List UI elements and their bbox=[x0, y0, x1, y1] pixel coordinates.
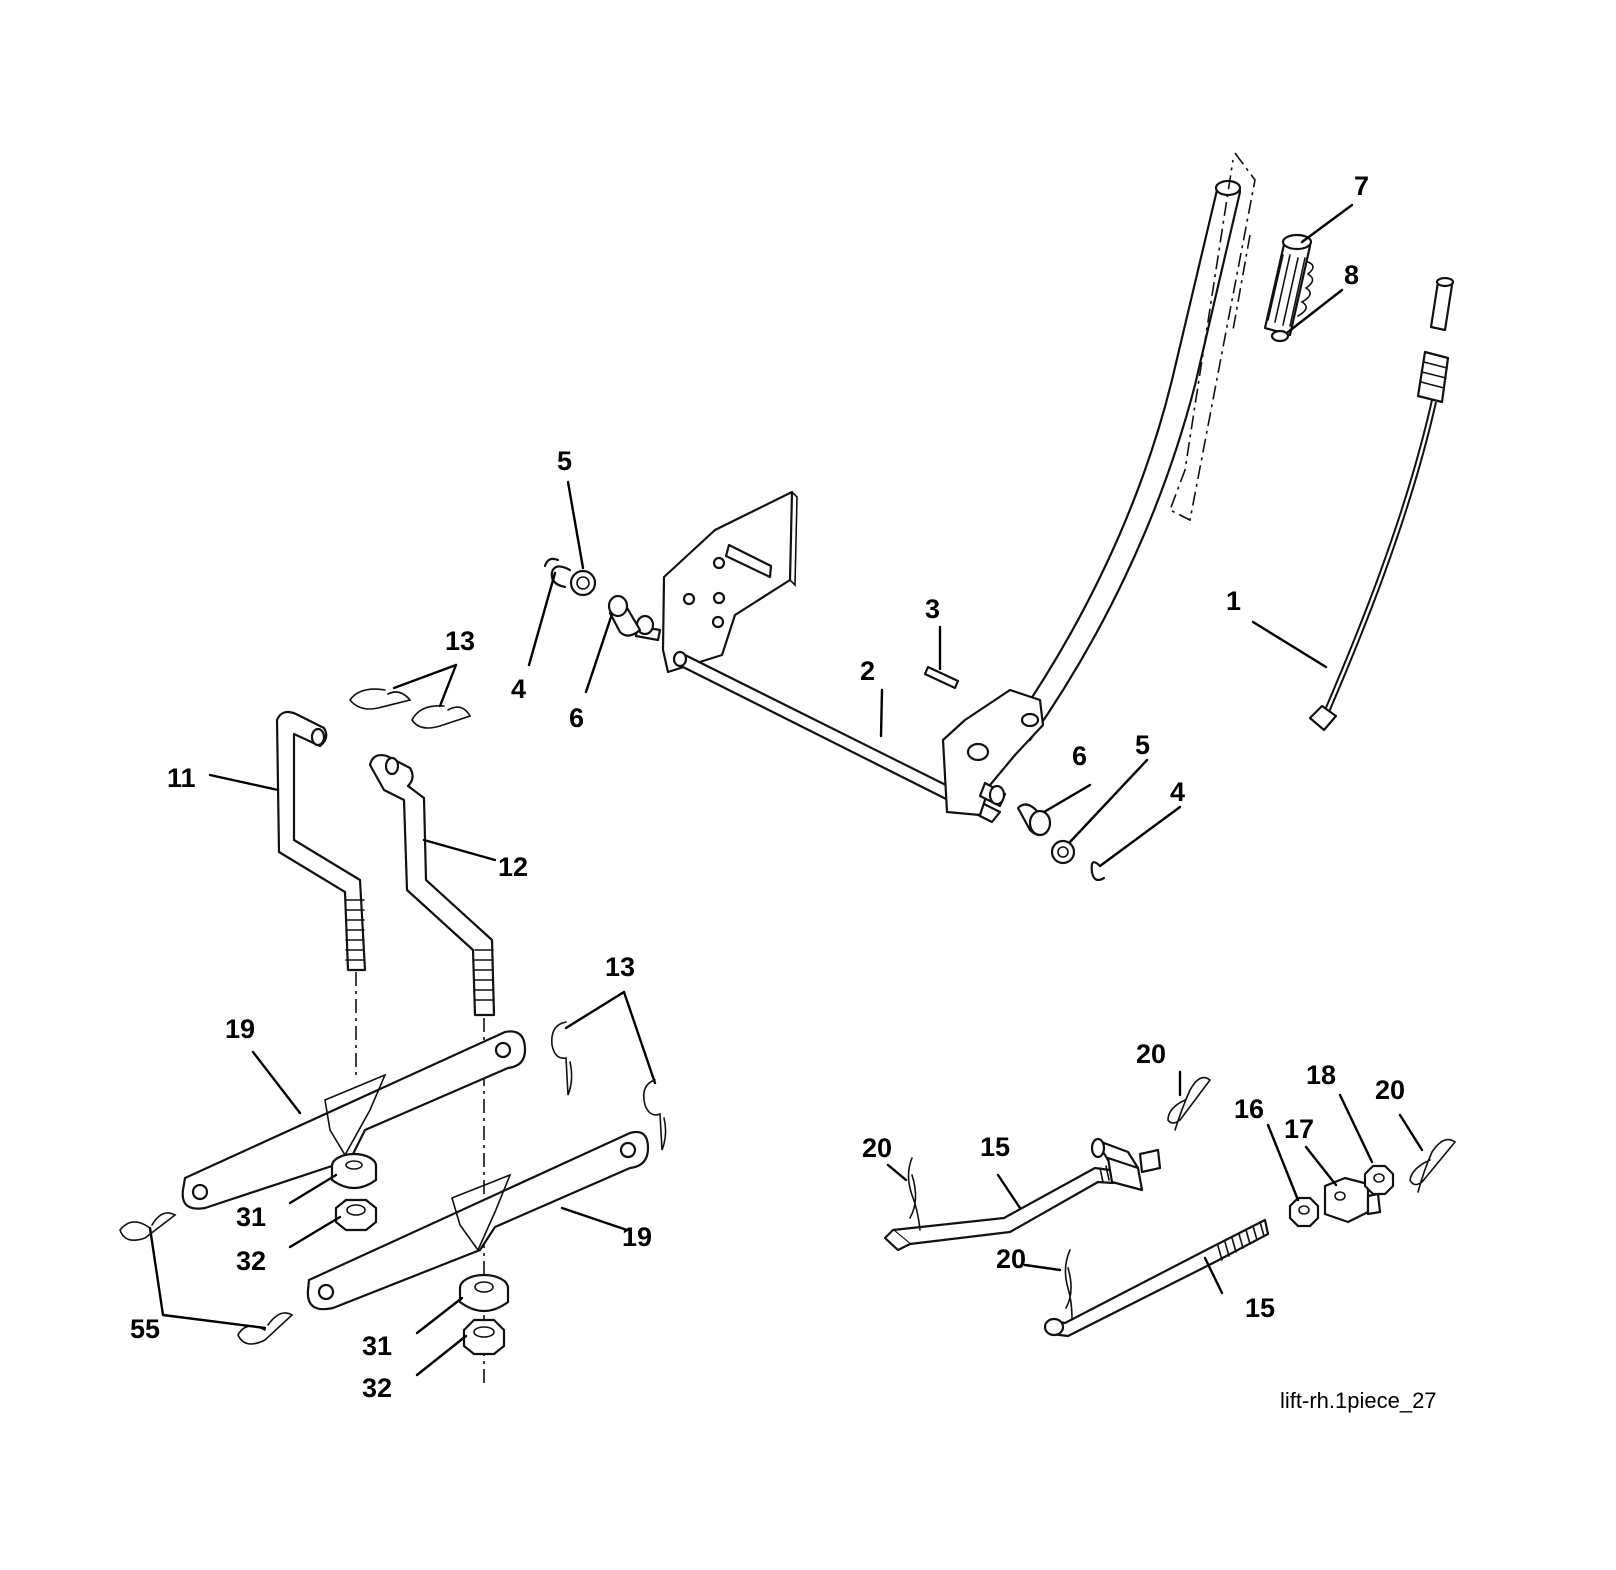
nut-32-lower bbox=[462, 1318, 506, 1356]
lever-bracket bbox=[941, 688, 1045, 817]
leader-lines bbox=[148, 203, 1424, 1377]
callout-20-d: 20 bbox=[1375, 1075, 1405, 1105]
callout-32-upper: 32 bbox=[236, 1246, 266, 1276]
lift-rod-15-upper bbox=[883, 1137, 1162, 1252]
callout-16: 16 bbox=[1234, 1094, 1264, 1124]
hairpin-clips-middle bbox=[550, 1021, 667, 1151]
callout-31-lower: 31 bbox=[362, 1331, 392, 1361]
callout-3: 3 bbox=[925, 594, 940, 624]
lift-link-12 bbox=[368, 753, 496, 1017]
nut-18 bbox=[1363, 1164, 1395, 1196]
callout-2: 2 bbox=[860, 656, 875, 686]
mounting-plate bbox=[661, 490, 798, 674]
trunnion-17 bbox=[1323, 1176, 1382, 1224]
hairpin-clips-upper bbox=[348, 688, 472, 729]
callout-20-b: 20 bbox=[862, 1133, 892, 1163]
grip-retaining-ring bbox=[1270, 329, 1290, 343]
callout-20-c: 20 bbox=[996, 1244, 1026, 1274]
lift-cable bbox=[1308, 276, 1455, 732]
lift-rod-15-lower bbox=[1043, 1218, 1270, 1338]
callout-labels: 7 8 1 3 2 5 4 6 6 5 4 13 11 12 13 19 19 … bbox=[130, 171, 1405, 1403]
lift-lever bbox=[1008, 179, 1242, 742]
lift-arm-19-lower bbox=[306, 1130, 650, 1311]
callout-13-middle: 13 bbox=[605, 952, 635, 982]
callout-18: 18 bbox=[1306, 1060, 1336, 1090]
callout-13-upper: 13 bbox=[445, 626, 475, 656]
callout-5-right: 5 bbox=[1135, 730, 1150, 760]
callout-19-lower: 19 bbox=[622, 1222, 652, 1252]
lift-arm-19-upper bbox=[181, 1030, 527, 1210]
roll-pin bbox=[923, 665, 960, 690]
callout-12: 12 bbox=[498, 852, 528, 882]
lift-link-11 bbox=[275, 710, 367, 972]
callout-8: 8 bbox=[1344, 260, 1359, 290]
grip-position-outline bbox=[1168, 152, 1256, 522]
callout-31-upper: 31 bbox=[236, 1202, 266, 1232]
shaft-end-left bbox=[543, 557, 662, 642]
callout-11: 11 bbox=[167, 763, 196, 793]
jam-nut-16 bbox=[1288, 1196, 1320, 1228]
callout-5-left: 5 bbox=[557, 446, 572, 476]
callout-15-upper: 15 bbox=[980, 1132, 1010, 1162]
callout-6-right: 6 bbox=[1072, 741, 1087, 771]
callout-32-lower: 32 bbox=[362, 1373, 392, 1403]
handle-grip bbox=[1263, 233, 1314, 337]
hairpin-clips-20 bbox=[907, 1076, 1457, 1319]
callout-55: 55 bbox=[130, 1314, 160, 1344]
callout-4-left: 4 bbox=[511, 674, 526, 704]
callout-20-a: 20 bbox=[1136, 1039, 1166, 1069]
shaft-end-right bbox=[978, 781, 1106, 882]
callout-4-right: 4 bbox=[1170, 777, 1185, 807]
bushing-31-lower bbox=[458, 1273, 510, 1313]
callout-6-left: 6 bbox=[569, 703, 584, 733]
callout-15-lower: 15 bbox=[1245, 1293, 1275, 1323]
callout-1: 1 bbox=[1226, 586, 1241, 616]
cross-shaft bbox=[672, 650, 1002, 824]
nut-32-upper bbox=[334, 1198, 378, 1232]
callout-7: 7 bbox=[1354, 171, 1369, 201]
bushing-31-upper bbox=[330, 1152, 378, 1190]
diagram-reference-code: lift-rh.1piece_27 bbox=[1280, 1388, 1437, 1413]
callout-19-upper: 19 bbox=[225, 1014, 255, 1044]
callout-17: 17 bbox=[1284, 1114, 1314, 1144]
